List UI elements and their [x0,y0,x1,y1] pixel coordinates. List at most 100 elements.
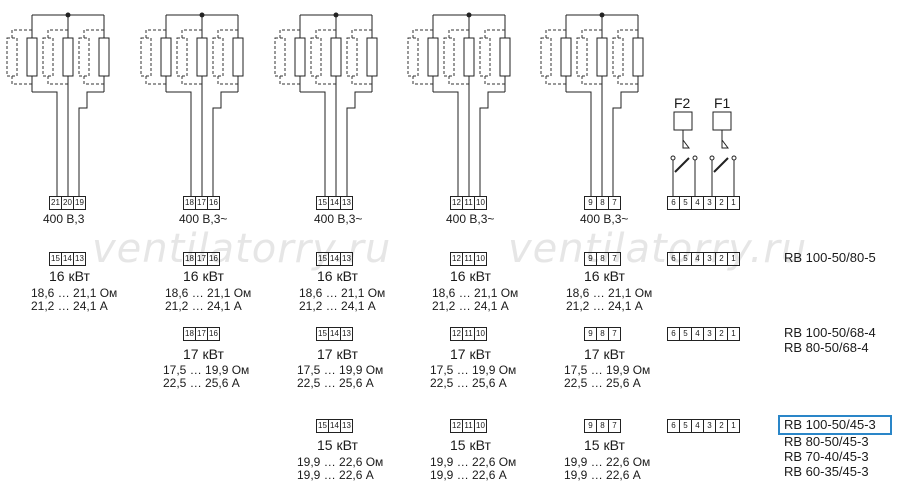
heater-element [98,37,110,77]
wire [479,91,505,196]
heater-element [632,37,644,77]
terminal-number: 11 [463,253,475,265]
optional-wire [581,76,602,85]
supply-label: 400 В,3~ [446,212,495,226]
resistance-range: 17,5 … 19,9 Ом [564,363,651,377]
current-range: 21,2 … 24,1 А [432,299,509,313]
optional-wire [315,76,336,85]
model-name: RB 80-50/45-3 [784,434,869,449]
terminal-number: 10 [476,421,485,430]
supply-label: 400 В,3~ [314,212,363,226]
terminal-number: 14 [329,197,341,209]
resistance-range: 19,9 … 22,6 Ом [297,455,384,469]
terminal-number: 11 [463,328,475,340]
current-range: 21,2 … 24,1 А [165,299,242,313]
contact-point [709,155,715,161]
optional-wire [47,29,68,38]
current-range: 19,9 … 22,6 А [430,468,507,482]
optional-wire [351,76,372,85]
model-name-selected[interactable]: RB 100-50/45-3 [784,417,876,432]
heater-element [160,37,172,77]
terminal-number: 12 [451,253,463,265]
heater-element [366,37,378,77]
terminal-number: 17 [196,253,208,265]
heater-element-optional [274,37,286,77]
resistance-range: 18,6 … 21,1 Ом [165,286,252,300]
terminal-number: 3 [704,197,716,209]
current-range: 21,2 … 24,1 А [299,299,376,313]
power-rating: 17 кВт [317,346,358,362]
power-rating: 16 кВт [317,268,358,284]
power-rating: 16 кВт [450,268,491,284]
terminal-number: 10 [476,329,485,338]
heater-element [463,37,475,77]
terminal-number: 2 [716,197,728,209]
terminal-number: 16 [209,329,218,338]
terminal-number: 3 [704,328,716,340]
terminal-number: 11 [463,420,475,432]
terminal-number: 3 [704,420,716,432]
optional-wire [545,29,566,38]
watermark: ventilatorry.ru [508,226,808,272]
terminal-number: 9 [585,253,597,265]
wire [32,91,58,196]
heater-element [196,37,208,77]
heater-element-optional [42,37,54,77]
terminal-number: 5 [680,253,692,265]
terminal-number: 16 [209,254,218,263]
terminal-number: 8 [597,197,609,209]
power-rating: 15 кВт [450,437,491,453]
terminal-number: 13 [342,421,351,430]
terminal-number: 13 [342,198,351,207]
optional-wire [448,76,469,85]
selected-model-highlight [778,415,892,435]
terminal-number: 4 [692,328,704,340]
heater-element-optional [78,37,90,77]
optional-wire [448,29,469,38]
terminal-number: 17 [196,328,208,340]
heater-element-optional [576,37,588,77]
optional-wire [315,29,336,38]
switch-label-f2: F2 [674,95,691,111]
current-range: 21,2 … 24,1 А [31,299,108,313]
terminal-number: 18 [184,197,196,209]
switch-label-f1: F1 [714,95,731,111]
resistance-range: 17,5 … 19,9 Ом [163,363,250,377]
optional-wire [181,76,202,85]
optional-wire [484,76,505,85]
heater-element-optional [212,37,224,77]
resistance-range: 18,6 … 21,1 Ом [566,286,653,300]
resistance-range: 18,6 … 21,1 Ом [432,286,519,300]
heater-element-optional [176,37,188,77]
optional-wire [351,29,372,38]
terminal-number: 14 [329,253,341,265]
optional-wire [11,76,32,85]
terminal-number: 11 [463,197,475,209]
resistance-range: 18,6 … 21,1 Ом [31,286,118,300]
heater-element [26,37,38,77]
optional-wire [11,29,32,38]
terminal-number: 15 [50,253,62,265]
terminal-number: 1 [731,254,736,263]
optional-wire [83,29,104,38]
contact-point [692,155,698,161]
heater-element-optional [479,37,491,77]
supply-label: 400 В,3 [43,212,85,226]
terminal-number: 9 [585,197,597,209]
model-name: RB 100-50/80-5 [784,250,876,265]
terminal-number: 7 [612,254,617,263]
heater-element [499,37,511,77]
terminal-number: 10 [476,254,485,263]
optional-wire [484,29,505,38]
